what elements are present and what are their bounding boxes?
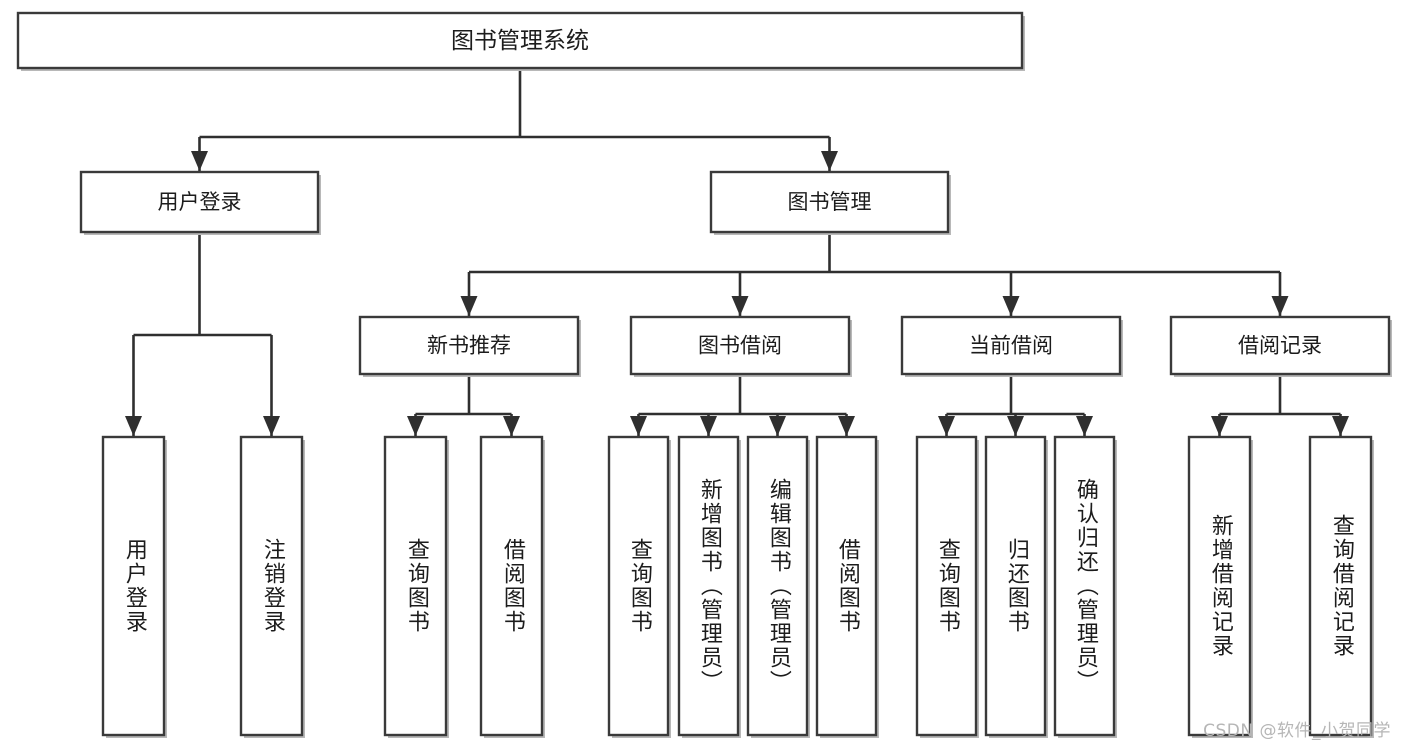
node-leaf-4[interactable]	[607, 435, 670, 737]
arrow-4-to-leaf-0	[1211, 416, 1228, 436]
node-level3-1[interactable]	[629, 315, 851, 376]
node-level2-1[interactable]	[709, 170, 950, 234]
node-level3-3[interactable]	[1169, 315, 1391, 376]
node-leaf-5[interactable]	[677, 435, 740, 737]
node-leaf-9[interactable]	[984, 435, 1047, 737]
boxes-layer	[16, 11, 1392, 738]
arrow-level2-to-level3-3	[1271, 296, 1289, 316]
node-level3-0[interactable]	[358, 315, 580, 376]
arrow-0-to-leaf-1	[263, 416, 280, 436]
arrow-root-to-level2-1	[821, 151, 838, 171]
node-leaf-3[interactable]	[479, 435, 544, 737]
arrow-3-to-leaf-0	[938, 416, 955, 436]
arrow-root-to-level2-0	[191, 151, 208, 171]
node-leaf-10[interactable]	[1053, 435, 1116, 737]
arrow-1-to-leaf-0	[407, 416, 424, 436]
node-leaf-11[interactable]	[1187, 435, 1252, 737]
arrow-level2-to-level3-2	[1002, 296, 1020, 316]
node-leaf-2[interactable]	[383, 435, 448, 737]
arrow-level2-to-level3-0	[460, 296, 478, 316]
node-root[interactable]	[16, 11, 1024, 70]
node-level2-0[interactable]	[79, 170, 320, 234]
node-leaf-8[interactable]	[915, 435, 978, 737]
arrow-0-to-leaf-0	[125, 416, 142, 436]
node-leaf-6[interactable]	[746, 435, 809, 737]
node-root-label: 图书管理系统	[451, 28, 589, 54]
arrow-4-to-leaf-1	[1332, 416, 1349, 436]
arrow-3-to-leaf-2	[1076, 416, 1093, 436]
node-leaf-7[interactable]	[815, 435, 878, 737]
node-leaf-12[interactable]	[1308, 435, 1373, 737]
node-level2-1-label: 图书管理	[788, 190, 872, 214]
node-level3-3-label: 借阅记录	[1238, 334, 1322, 358]
arrow-1-to-leaf-1	[503, 416, 520, 436]
node-level3-1-label: 图书借阅	[698, 334, 782, 358]
arrow-3-to-leaf-1	[1007, 416, 1024, 436]
node-level2-0-label: 用户登录	[158, 190, 242, 214]
arrow-level2-to-level3-1	[731, 296, 749, 316]
arrow-2-to-leaf-1	[700, 416, 717, 436]
node-level3-2[interactable]	[900, 315, 1122, 376]
node-leaf-0[interactable]	[101, 435, 166, 737]
node-leaf-1[interactable]	[239, 435, 304, 737]
node-level3-2-label: 当前借阅	[969, 334, 1053, 358]
arrow-2-to-leaf-3	[838, 416, 855, 436]
node-level3-0-label: 新书推荐	[427, 334, 511, 358]
csdn-watermark: CSDN @软件_小贺同学	[1203, 721, 1391, 741]
arrow-2-to-leaf-2	[769, 416, 786, 436]
arrow-2-to-leaf-0	[630, 416, 647, 436]
connectors-layer	[125, 68, 1349, 436]
